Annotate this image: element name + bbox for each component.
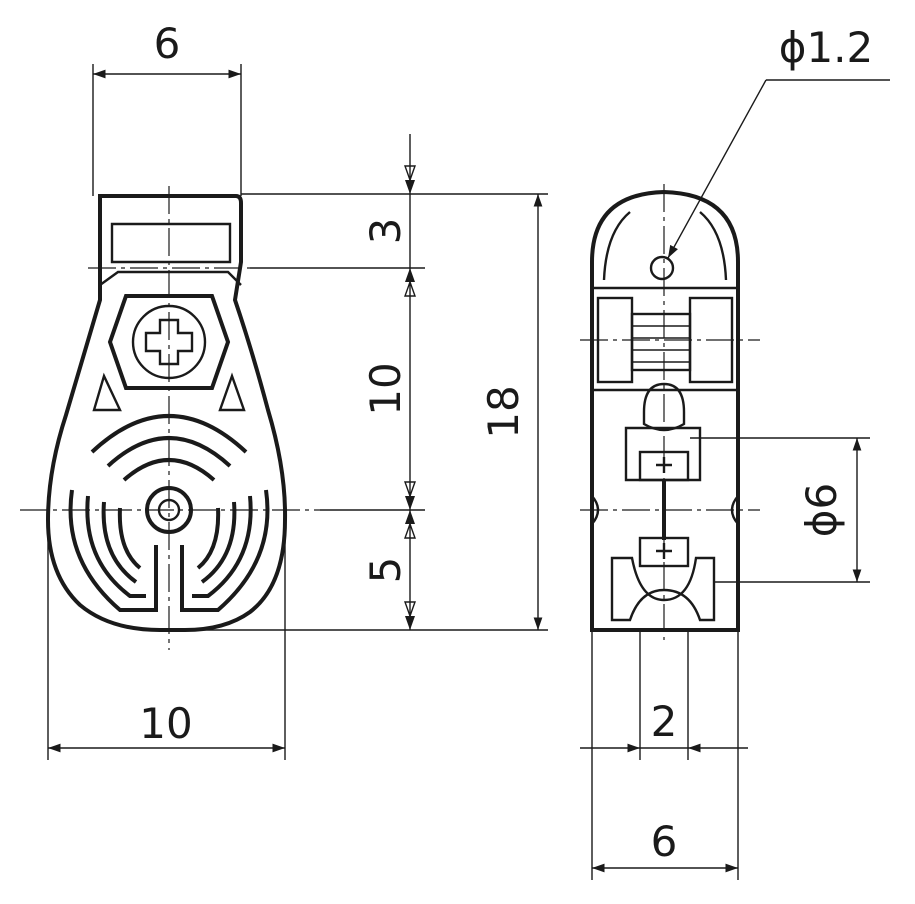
dim-bottom-width-label: 10 — [139, 699, 192, 748]
dim-total-height-label: 18 — [479, 385, 528, 438]
dim-hole-diameter-label: ϕ1.2 — [779, 23, 874, 72]
front-hook-window — [110, 222, 232, 264]
front-triangle-left — [92, 372, 122, 412]
dim-segment-top-label: 3 — [361, 218, 410, 245]
lower-right-groove-3 — [200, 501, 237, 584]
lower-right-groove-1 — [180, 489, 270, 612]
hex-nut — [107, 294, 231, 390]
side-dimensions: ϕ1.2 ϕ6 2 6 — [580, 23, 890, 880]
side-pin-hole — [649, 255, 675, 281]
side-lower-clip — [610, 556, 716, 622]
side-view — [580, 184, 760, 640]
lower-left-groove-1 — [68, 489, 158, 612]
dim-slot-width-label: 2 — [651, 697, 678, 746]
lower-left-groove-4 — [117, 507, 142, 570]
side-upper-clip — [624, 426, 702, 482]
lower-left-groove-2 — [85, 495, 146, 598]
dim-spring-diameter-label: ϕ6 — [797, 483, 846, 537]
side-bullet — [642, 382, 686, 432]
front-hook-lip — [99, 270, 242, 286]
front-view — [20, 186, 320, 650]
side-coil-center — [630, 312, 692, 372]
dim-segment-bottom-label: 5 — [361, 557, 410, 584]
phillips-cross — [144, 318, 194, 366]
dim-segment-mid-label: 10 — [361, 362, 410, 415]
front-dimensions: 6 10 3 10 5 18 — [47, 19, 548, 760]
front-body-outline — [45, 194, 288, 632]
lower-right-groove-4 — [196, 507, 221, 570]
front-triangle-right — [218, 372, 246, 412]
dim-body-width-label: 6 — [651, 817, 678, 866]
dim-top-width-label: 6 — [154, 19, 181, 68]
lower-left-groove-3 — [101, 501, 138, 584]
leader-hole — [667, 79, 767, 259]
lower-right-groove-2 — [192, 495, 253, 598]
